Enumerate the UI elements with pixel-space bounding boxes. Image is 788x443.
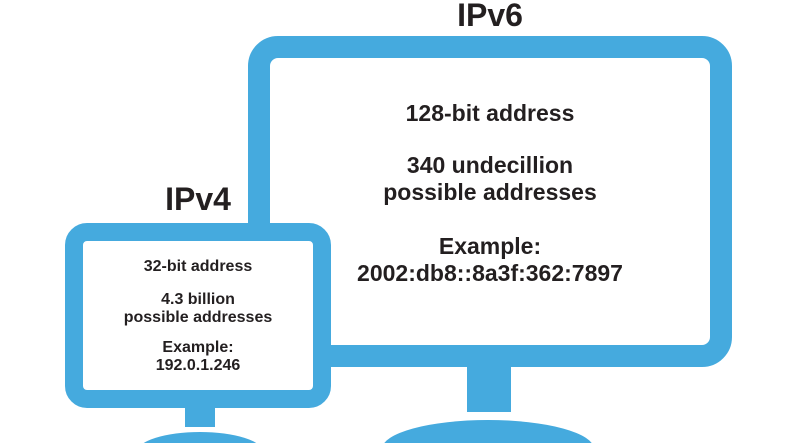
ipv4-monitor-stand-base [137, 432, 263, 443]
ipv6-example-value: 2002:db8::8a3f:362:7897 [357, 260, 623, 286]
ipv6-title: IPv6 [457, 0, 523, 33]
ipv4-count-line2: possible addresses [123, 309, 273, 326]
ipv6-screen-text: 128-bit address 340 undecillion possible… [248, 100, 732, 287]
ipv4-title: IPv4 [165, 181, 231, 217]
ipv6-count-line1: 340 undecillion [406, 152, 574, 178]
ipv4-example-label: Example: [162, 339, 234, 356]
ipv4-address-count: 4.3 billion possible addresses [65, 291, 331, 327]
ipv4-bit-address: 32-bit address [143, 258, 253, 275]
ipv4-example: Example: 192.0.1.246 [65, 339, 331, 375]
ipv4-screen-text: 32-bit address 4.3 billion possible addr… [65, 258, 331, 375]
ipv6-monitor-stand-base [382, 420, 594, 443]
ipv6-count-line2: possible addresses [383, 179, 597, 205]
ipv6-example-label: Example: [438, 233, 542, 259]
ipv4-example-value: 192.0.1.246 [155, 357, 241, 374]
ipv6-example: Example: 2002:db8::8a3f:362:7897 [248, 233, 732, 287]
ipv6-monitor-stand-neck [467, 365, 511, 412]
ipv6-bit-address: 128-bit address [405, 100, 575, 126]
ipv4-monitor-stand-neck [185, 405, 215, 427]
ipv4-monitor-frame [65, 223, 331, 408]
ipv4-count-line1: 4.3 billion [161, 291, 235, 308]
ipv6-address-count: 340 undecillion possible addresses [248, 152, 732, 206]
